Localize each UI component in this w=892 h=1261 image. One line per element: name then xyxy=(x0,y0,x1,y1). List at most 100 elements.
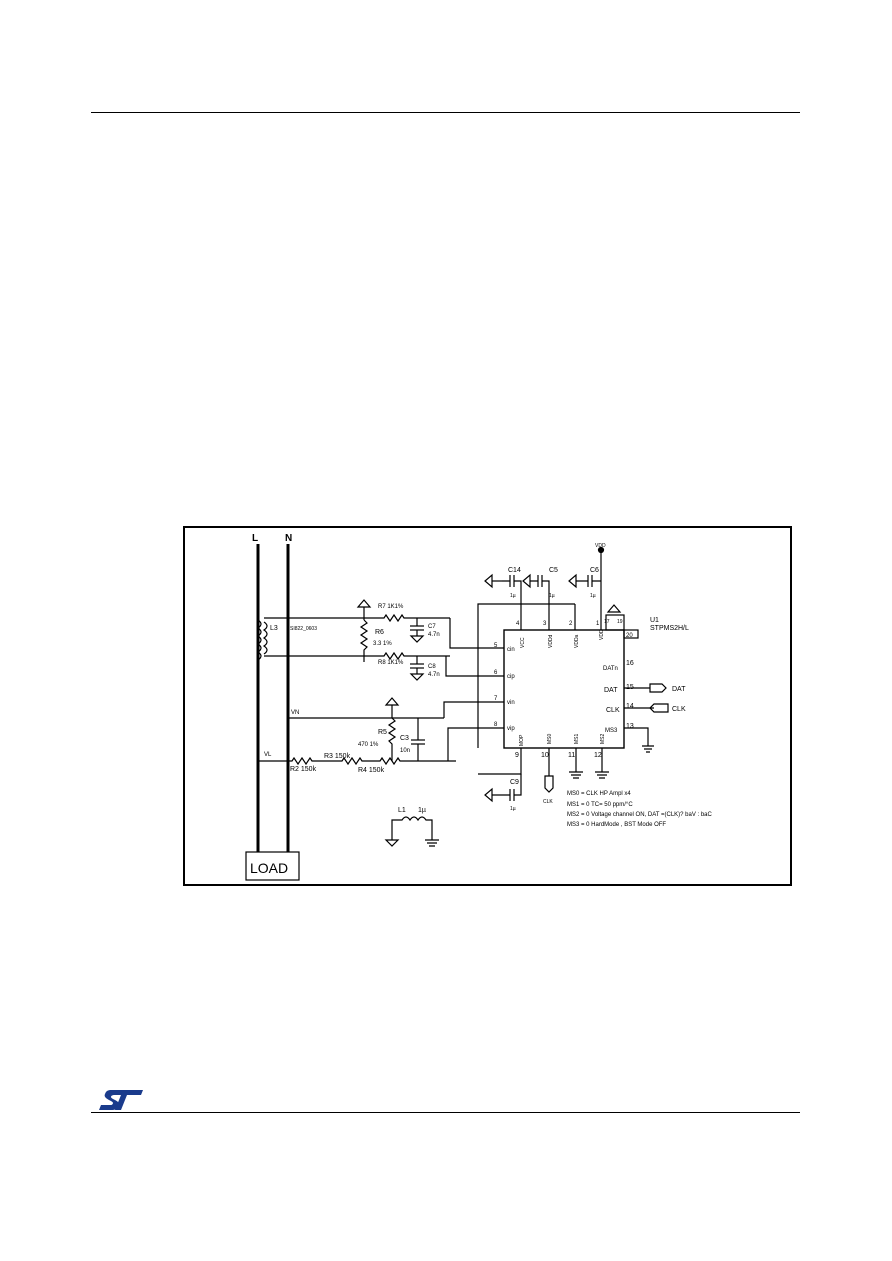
c5-value: 1µ xyxy=(549,593,555,599)
c7-value: 4.7n xyxy=(428,632,440,638)
pin-17-box xyxy=(605,614,625,631)
pin-10-clk-connector xyxy=(544,775,554,793)
note-ms1: MS1 = 0 TC= 50 ppm/°C xyxy=(567,802,633,808)
c14-wire xyxy=(502,580,522,592)
pin-5-number: 5 xyxy=(494,643,498,649)
c9-gnd-symbol xyxy=(484,787,493,803)
r6-resistor xyxy=(359,619,369,662)
pin-dat-name: DAT xyxy=(604,687,618,694)
c8-label: C8 xyxy=(428,664,436,670)
pin-vcc-name: VCC xyxy=(520,637,526,648)
vl-label: VL xyxy=(264,752,272,758)
c7-label: C7 xyxy=(428,624,436,630)
u1-ic-body xyxy=(503,629,625,749)
pin-cin-name: cin xyxy=(507,647,515,653)
ms3-gnd-symbol xyxy=(642,745,654,753)
pin-ms1-name: MS1 xyxy=(574,734,580,745)
c9-value: 1µ xyxy=(510,806,516,812)
pin-20-number: 20 xyxy=(626,633,633,639)
pin-10-number: 10 xyxy=(541,752,549,759)
pin-vddd-name: VDDd xyxy=(548,634,554,648)
pin-11-number: 11 xyxy=(568,752,575,759)
dat-connector xyxy=(649,683,667,693)
r7-label: R7 1K1% xyxy=(378,604,404,610)
note-ms0: MS0 = CLK HP Ampl x4 xyxy=(567,791,631,797)
pin-ms2-name: MS2 xyxy=(600,734,606,745)
load-box xyxy=(245,851,300,881)
l1-value: 1µ xyxy=(418,807,426,814)
r2-label: R2 150k xyxy=(290,766,317,773)
c9-label: C9 xyxy=(510,779,519,786)
l1-inductor xyxy=(391,816,433,840)
r6-label: R6 xyxy=(375,629,384,636)
pin-4-number: 4 xyxy=(516,621,520,627)
c6-value: 1µ xyxy=(590,593,596,599)
c14-label: C14 xyxy=(508,567,521,574)
pin-vdda-name: VDDa xyxy=(574,634,580,648)
pin-12-gnd xyxy=(595,748,609,779)
pin-ms0-name: MS0 xyxy=(547,734,553,745)
vdd-node-dot xyxy=(597,546,605,554)
r8-label: R8 1K1% xyxy=(378,660,404,666)
c14-value: 1µ xyxy=(510,593,516,599)
cip-wire xyxy=(445,656,504,677)
pin-12-number: 12 xyxy=(594,752,602,759)
c6-label: C6 xyxy=(590,567,599,574)
c14-gnd-symbol xyxy=(484,573,493,589)
header-rule xyxy=(91,112,800,113)
pin-10-clk-label: CLK xyxy=(543,799,553,805)
l3-coil-secondary xyxy=(262,621,268,655)
vdd-label: VDD xyxy=(595,543,606,549)
cin-wire xyxy=(449,618,504,649)
ms3-wire xyxy=(624,727,649,746)
vip-wire xyxy=(447,727,504,761)
pin-19-number: 19 xyxy=(617,619,623,625)
pin-vin-name: vin xyxy=(507,700,515,706)
pin-ms3-name: MS3 xyxy=(605,728,618,734)
c6-gnd-symbol xyxy=(568,573,577,589)
pin-11-gnd xyxy=(569,748,583,779)
pin-cip-name: cip xyxy=(507,674,515,680)
pin-16-number: 16 xyxy=(626,660,634,667)
r6-gnd-symbol xyxy=(356,599,372,608)
vin-wire xyxy=(443,701,504,718)
note-ms3: MS3 = 0 HardMode , BST Mode OFF xyxy=(567,822,666,828)
r8-resistor xyxy=(370,651,450,661)
pin-20-box xyxy=(623,629,639,639)
pin-2-number: 2 xyxy=(569,621,573,627)
c8-gnd-symbol xyxy=(409,673,425,681)
clk-connector xyxy=(649,703,669,713)
pin-vdd-name: VDD xyxy=(599,629,605,640)
r5-label: R5 xyxy=(378,729,387,736)
r3-label: R3 150k xyxy=(324,753,351,760)
pin-1-number: 1 xyxy=(596,621,600,627)
pin-8-number: 8 xyxy=(494,722,498,728)
u1-part: STPMS2H/L xyxy=(650,625,689,632)
pin-17-number: 17 xyxy=(604,619,610,625)
pin-6-number: 6 xyxy=(494,670,498,676)
note-ms2: MS2 = 0 Voltage channel ON, DAT =(CLK)? … xyxy=(567,812,713,818)
c7-gnd-symbol xyxy=(409,635,425,643)
c9-wire xyxy=(492,774,522,796)
line-l-label: L xyxy=(252,533,258,544)
pin-mop-name: MOP xyxy=(519,734,525,746)
st-logo xyxy=(99,1090,143,1110)
vl-resistor-string xyxy=(258,756,456,766)
c5-gnd-symbol xyxy=(522,573,531,589)
pin-clk-name: CLK xyxy=(606,707,620,714)
pin-3-number: 3 xyxy=(543,621,547,627)
l3-coil xyxy=(256,619,262,661)
pin-17-gnd-symbol xyxy=(606,604,622,613)
l3-label: L3 xyxy=(270,625,278,632)
c3-value: 10n xyxy=(400,748,410,754)
u1-label: U1 xyxy=(650,617,659,624)
pin-14-number: 14 xyxy=(626,703,634,710)
l3-value: SI822_0603 xyxy=(290,626,317,632)
clk-net-label: CLK xyxy=(672,706,686,713)
r4-label: R4 150k xyxy=(358,767,385,774)
pin-vip-name: vip xyxy=(507,726,515,732)
dat-net-label: DAT xyxy=(672,686,686,693)
line-n-label: N xyxy=(285,533,292,544)
r5-gnd-symbol xyxy=(384,697,400,706)
pin-13-number: 13 xyxy=(626,723,634,730)
